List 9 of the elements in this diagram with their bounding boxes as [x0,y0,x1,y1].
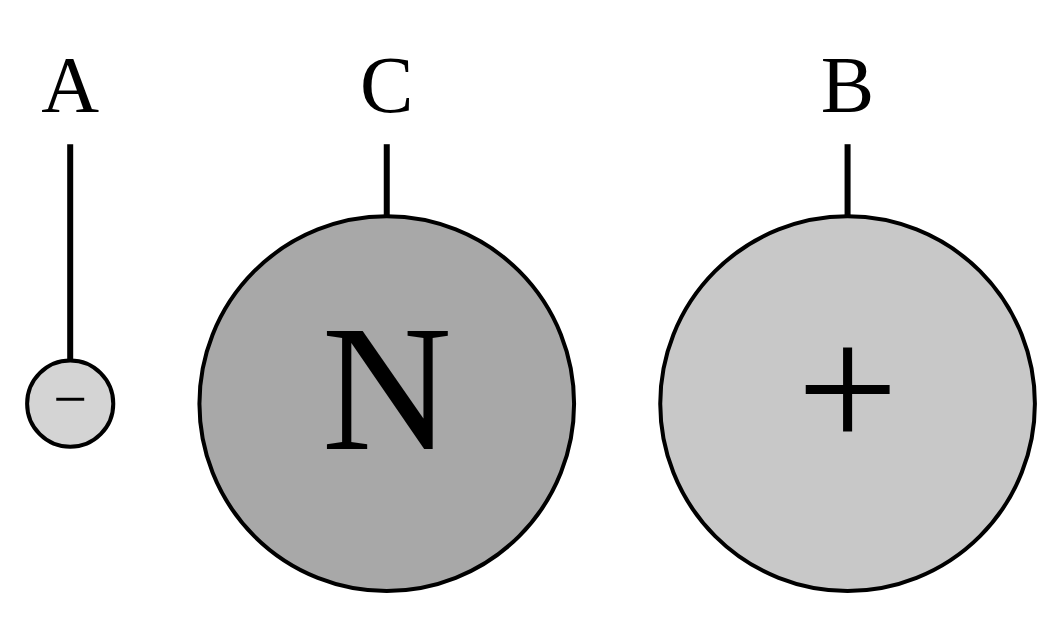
node-circle: + [658,214,1037,593]
node-text: A [41,41,100,130]
connector [383,144,390,216]
node-text: B [820,41,875,130]
connector [67,144,74,361]
node-circle: − [25,358,116,449]
node-text: C [360,41,414,130]
connector [844,144,851,216]
node-circle: N [197,214,577,593]
